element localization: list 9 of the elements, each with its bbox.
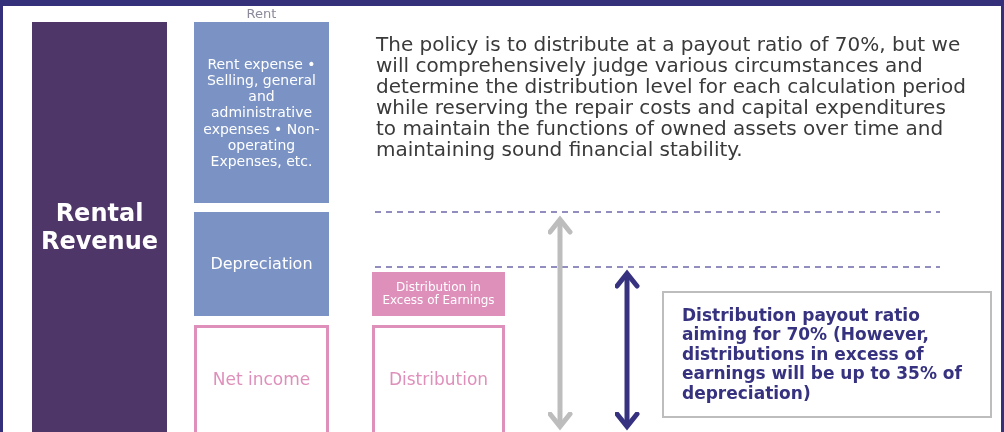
net-income-box: Net income: [194, 325, 329, 432]
faded-heading: Rent: [245, 7, 278, 21]
note-box: Distribution payout ratio aiming for 70% (However, distributions in excess of earnings will be up to 35% of depreciation): [662, 291, 992, 418]
policy-text: The policy is to distribute at a payout ratio of 70%, but we will comprehensively judge various circumstances and determine the distribution level for each calculation period while reserving the repair costs and capital expenditures to maintain the functions of owned assets over time and maintaining sound financial stability.: [376, 34, 966, 160]
excess-distribution-box: Distribution in Excess of Earnings: [372, 272, 505, 316]
depreciation-box: Depreciation: [194, 212, 329, 316]
expense-box: Rent expense • Selling, general and administrative expenses • Non-operating Expenses, etc.: [194, 22, 329, 203]
revenue-bar: Rental Revenue: [32, 22, 167, 432]
distribution-box: Distribution: [372, 325, 505, 432]
